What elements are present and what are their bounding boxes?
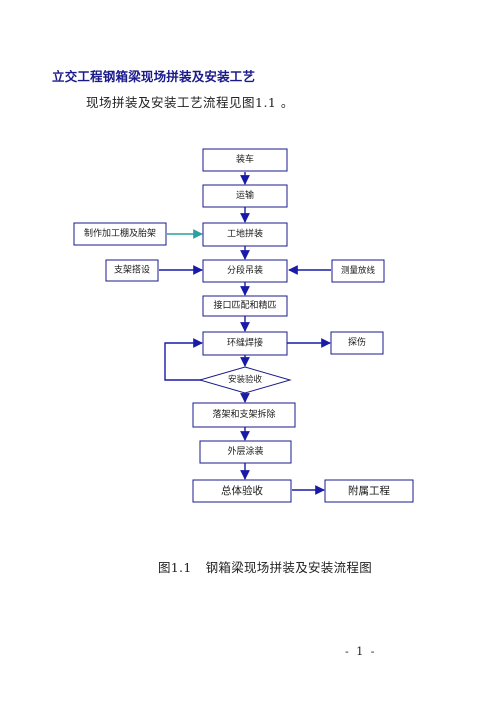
step-zhuangche-label: 装车 [236, 153, 254, 165]
step-anzhuang-label: 安装验收 [228, 374, 263, 385]
intro-paragraph: 现场拼装及安装工艺流程见图1.1 。 [86, 95, 294, 110]
step-fenduan-box [202, 259, 288, 283]
side-zhijia-box [105, 259, 159, 282]
step-jiekou-box [202, 295, 288, 317]
side-fushu-box [324, 479, 414, 503]
step-yunshu-box [202, 184, 288, 208]
figure-caption-number: 图1.1 [158, 560, 192, 575]
step-yunshu-label: 运输 [236, 189, 254, 201]
step-luojia-label: 落架和支架拆除 [212, 408, 275, 420]
step-huanfeng-label: 环缝焊接 [227, 337, 263, 349]
step-anzhuang-diamond [198, 366, 292, 394]
side-zhijia-label: 支架搭设 [114, 264, 150, 276]
step-gongdi-box [202, 222, 288, 247]
side-zhizuo-box [73, 222, 167, 246]
step-zongti-label: 总体验收 [221, 484, 263, 497]
step-zongti-box [192, 479, 292, 503]
step-huanfeng-box [202, 331, 288, 356]
step-waiceng-box [199, 440, 292, 464]
arrow-loop-anzhuang-huanfeng [164, 338, 209, 381]
figure-caption: 图1.1 钢箱梁现场拼装及安装流程图 [158, 557, 372, 576]
step-gongdi-label: 工地拼装 [227, 228, 263, 240]
figure-caption-text: 钢箱梁现场拼装及安装流程图 [205, 560, 372, 575]
step-waiceng-label: 外层涂装 [227, 445, 263, 457]
side-celiang-box [331, 259, 385, 283]
page-number: - 1 - [345, 645, 377, 658]
step-fenduan-label: 分段吊装 [227, 264, 263, 276]
side-tanshang-box [330, 331, 384, 355]
side-zhizuo-label: 制作加工棚及胎架 [84, 227, 156, 239]
side-celiang-label: 测量放线 [341, 265, 376, 276]
step-jiekou-label: 接口匹配和精匹 [213, 299, 276, 311]
side-tanshang-label: 探伤 [348, 336, 366, 348]
step-luojia-box [192, 402, 296, 428]
side-fushu-label: 附属工程 [348, 484, 390, 497]
step-zhuangche-box [202, 148, 288, 172]
document-heading: 立交工程钢箱梁现场拼装及安装工艺 [52, 69, 256, 84]
